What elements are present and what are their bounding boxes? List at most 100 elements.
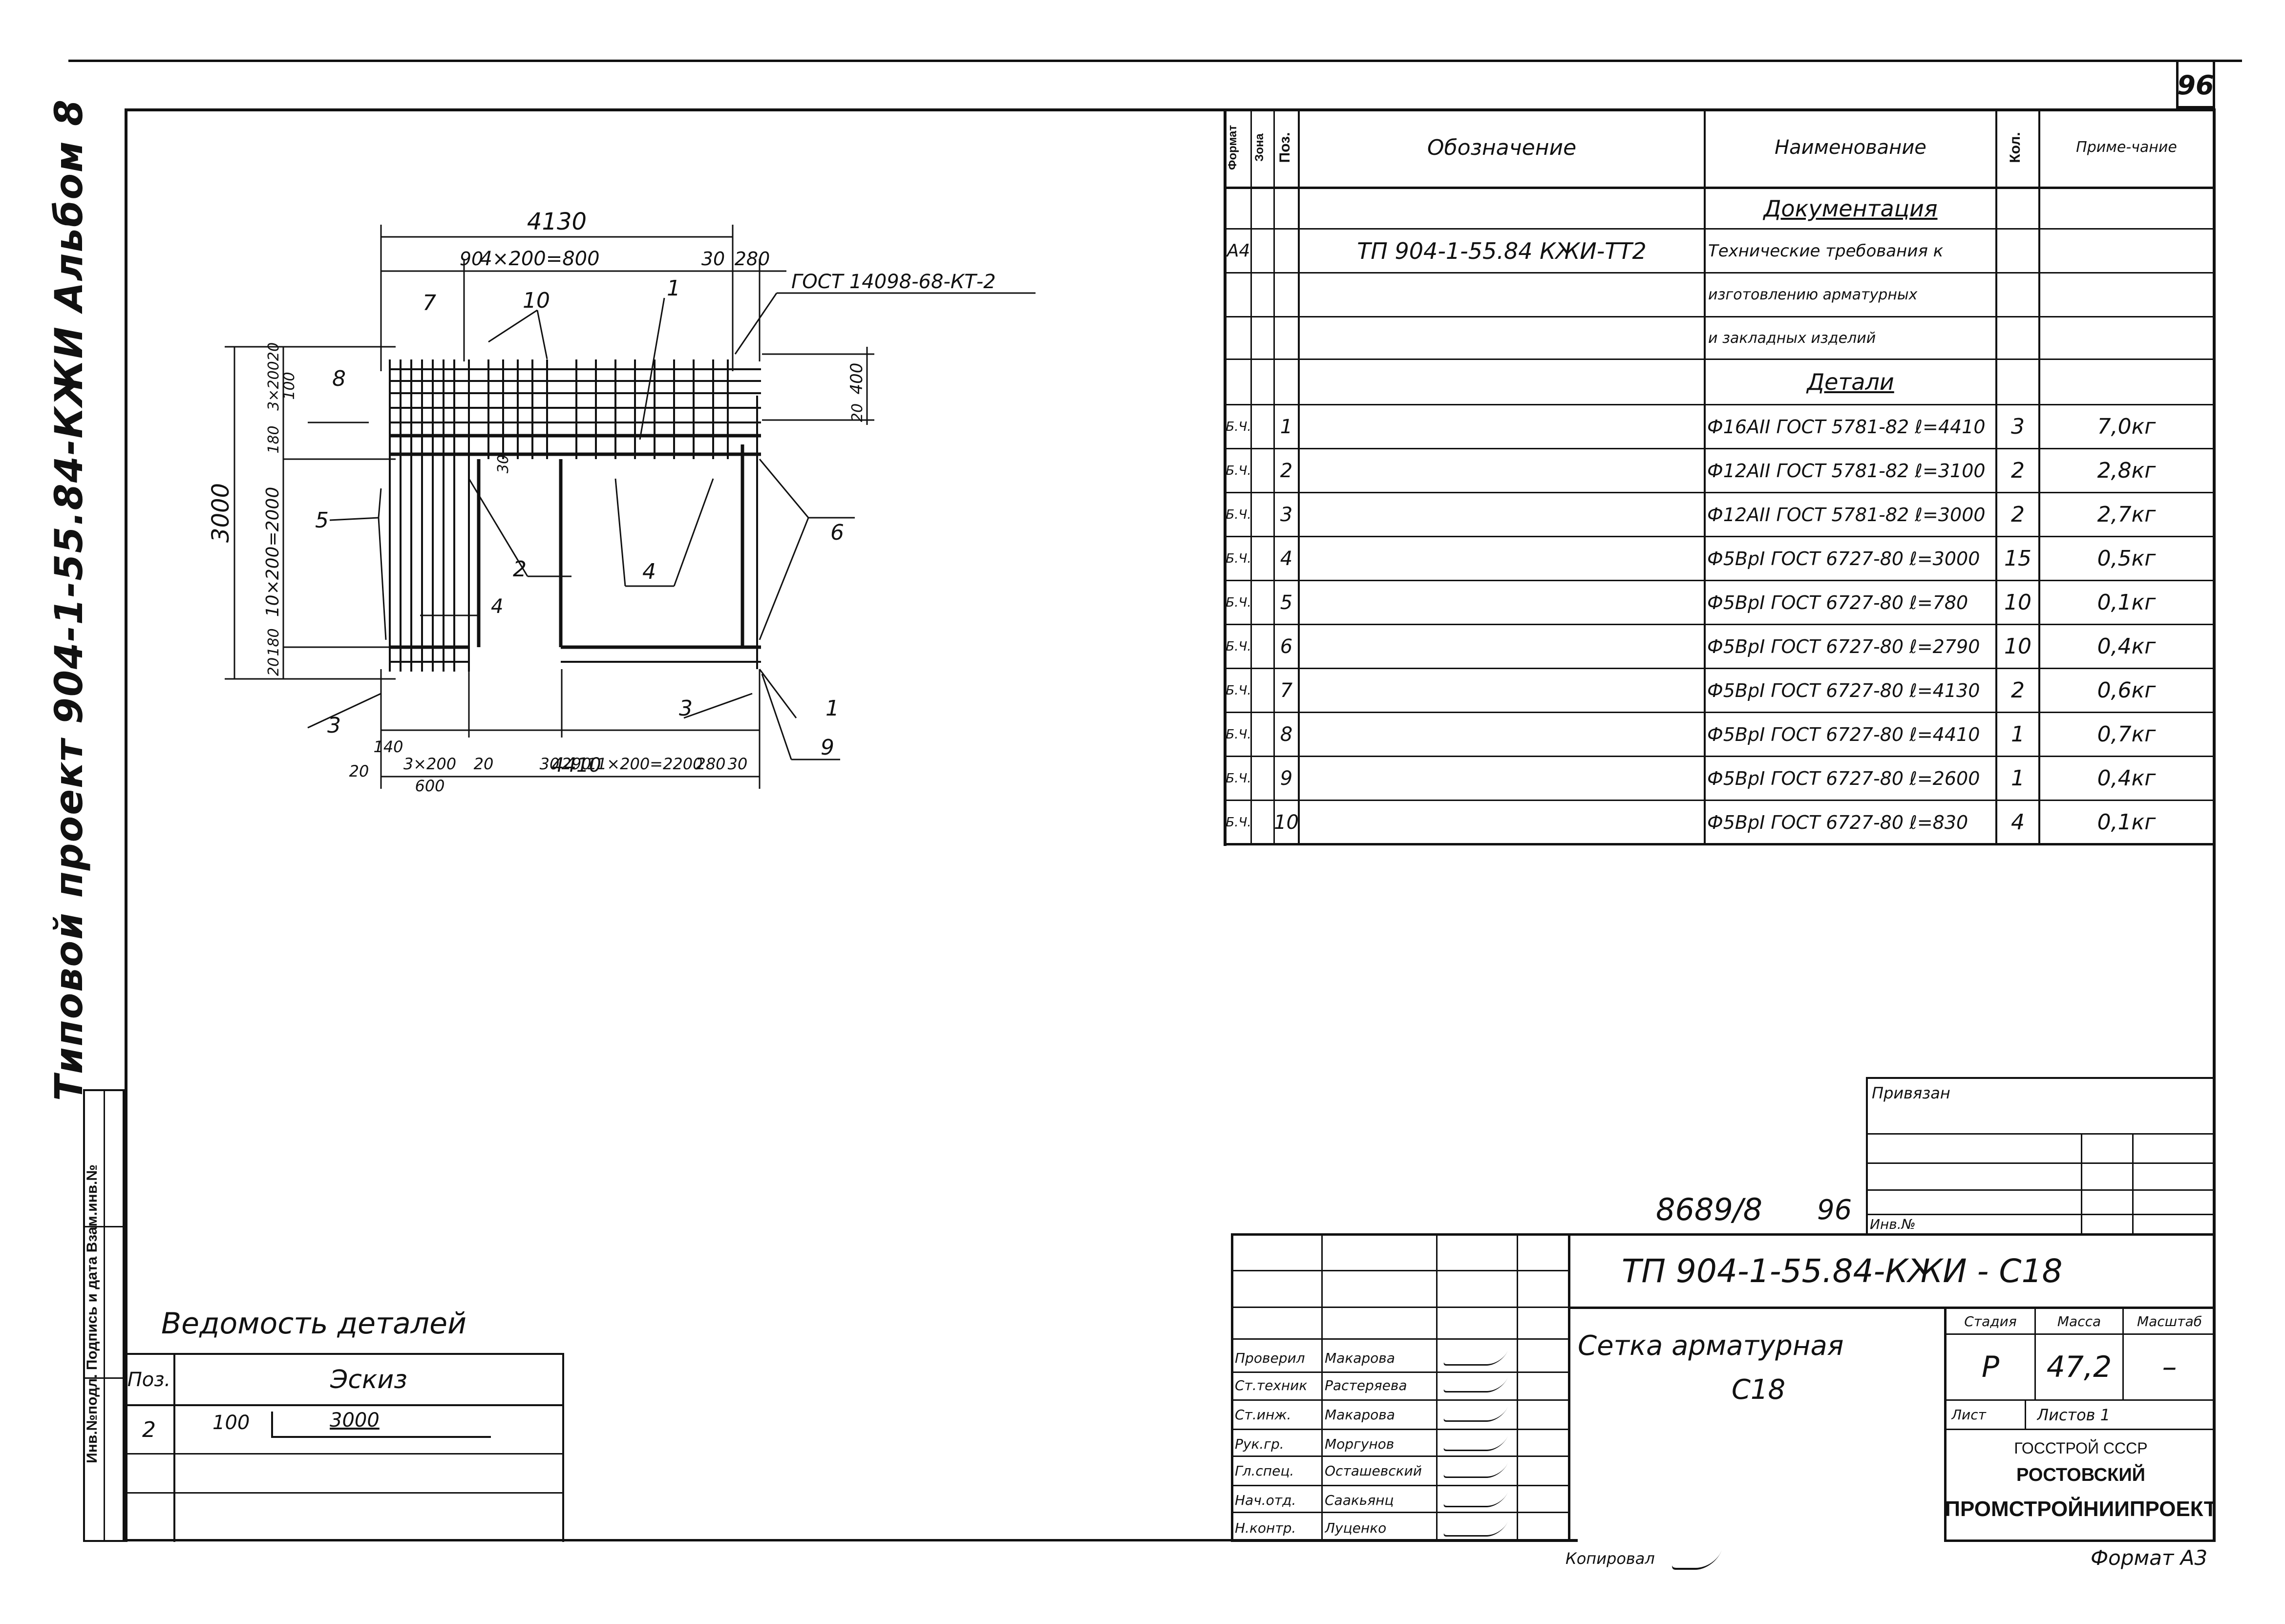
signer-6-signature <box>1442 1492 1508 1507</box>
drawing-title-line1: Сетка арматурная <box>1578 1329 1844 1362</box>
left-stamp-divider <box>104 1089 105 1542</box>
header-pos: Поз. <box>1277 132 1293 163</box>
doc-format: А4 <box>1227 241 1250 261</box>
details-row-dim-b: 3000 <box>330 1409 380 1432</box>
spec-row-8-name: Ф5ВрI ГОСТ 6727-80 ℓ=4410 <box>1707 723 1980 745</box>
callout-9: 9 <box>821 735 834 760</box>
spec-row-6-pos: 6 <box>1280 635 1293 658</box>
sheet-number: 96 <box>2177 69 2214 101</box>
spec-row-10-pos: 10 <box>1275 811 1298 834</box>
dim-bottom-part-5: 30 <box>540 755 560 773</box>
dim-bottom-part-8: 280 <box>696 755 725 773</box>
scale-label: Масштаб <box>2137 1313 2202 1329</box>
header-note: Приме-чание <box>2076 139 2177 156</box>
dim-right2: 20 <box>849 403 866 422</box>
spec-row-3-note: 2,7кг <box>2097 502 2156 527</box>
binding-inv-label: Инв.№ <box>1870 1216 1916 1232</box>
spec-row-9-pos: 9 <box>1280 767 1293 790</box>
dim-left-top-c: 100 <box>281 372 298 400</box>
signer-2-name: Растеряева <box>1325 1377 1407 1393</box>
weld-note: ГОСТ 14098-68-КТ-2 <box>791 271 996 293</box>
spec-row-3-qty: 2 <box>2011 502 2025 527</box>
dim-left-top-d: 180 <box>265 425 282 453</box>
top-trim-line <box>68 60 2242 62</box>
dim-top-left: 90 <box>460 248 483 270</box>
section-details: Детали <box>1807 369 1894 395</box>
spec-row-10-qty: 4 <box>2011 810 2025 835</box>
rebar-mesh-drawing: 4130 90 4×200=800 30 280 ГОСТ 14098-68-К… <box>207 208 1036 795</box>
callout-3-left: 3 <box>327 713 341 738</box>
spec-row-7-qty: 2 <box>2011 678 2025 703</box>
spec-row-4-format: Б.Ч. <box>1227 551 1250 566</box>
callout-7: 7 <box>423 291 436 316</box>
dim-left-bot-a: 20 <box>265 657 282 676</box>
callout-6: 6 <box>830 520 844 545</box>
spec-row-4-pos: 4 <box>1280 547 1293 570</box>
sheet-label: Лист <box>1951 1407 1986 1423</box>
frame-bottom-left <box>125 1539 1578 1541</box>
spec-row-9-format: Б.Ч. <box>1227 771 1250 786</box>
copied-signature <box>1671 1543 1724 1570</box>
spec-row-8-note: 0,7кг <box>2097 722 2156 747</box>
dim-top-r1: 30 <box>701 248 725 270</box>
details-list-table: Поз. Эскиз 2 100 3000 <box>125 1353 564 1542</box>
dim-right: 400 <box>847 363 867 395</box>
dim-bottom-part-3: 600 <box>415 777 444 795</box>
doc-name-line2: изготовлению арматурных <box>1708 286 1918 303</box>
signer-7-name: Луценко <box>1325 1519 1387 1536</box>
spec-row-8-format: Б.Ч. <box>1227 727 1250 742</box>
spec-row-4-qty: 15 <box>2004 546 2031 571</box>
signer-3-role: Ст.инж. <box>1235 1407 1291 1423</box>
drawing-code: ТП 904-1-55.84-КЖИ - С18 <box>1622 1252 2063 1290</box>
dim-bottom-part-9: 30 <box>728 755 748 773</box>
left-stamp-tick2 <box>83 1377 125 1379</box>
signer-5-role: Гл.спец. <box>1235 1463 1294 1479</box>
callout-8: 8 <box>332 366 346 391</box>
spec-row-4-name: Ф5ВрI ГОСТ 6727-80 ℓ=3000 <box>1707 548 1980 569</box>
dim-left-bot-b: 180 <box>265 628 282 656</box>
spec-row-5-format: Б.Ч. <box>1227 595 1250 610</box>
spec-row-2-pos: 2 <box>1280 459 1293 482</box>
dim-inner: 30 <box>495 455 512 473</box>
spec-row-2-qty: 2 <box>2011 458 2025 483</box>
drawing-title-line2: С18 <box>1731 1373 1786 1406</box>
header-format: Формат <box>1226 125 1239 170</box>
signer-3-name: Макарова <box>1325 1407 1395 1423</box>
details-row-dim-a: 100 <box>212 1412 250 1434</box>
signer-1-signature <box>1442 1350 1508 1366</box>
dim-top-span: 4×200=800 <box>480 248 599 270</box>
dim-bottom-part-1: 140 <box>373 738 403 756</box>
scale-value: – <box>2162 1350 2177 1384</box>
sheet-number-box <box>2176 62 2215 108</box>
inventory-sheet: 96 <box>1817 1194 1852 1226</box>
org-line3: ПРОМСТРОЙНИИПРОЕКТ <box>1946 1497 2215 1521</box>
doc-name-line1: Технические требования к <box>1708 241 1944 261</box>
spec-row-6-qty: 10 <box>2004 634 2031 659</box>
signer-7-signature <box>1442 1521 1508 1537</box>
signer-4-name: Моргунов <box>1325 1436 1395 1452</box>
spec-table: Формат Зона Поз. Обозначение Наименовани… <box>1224 108 2213 846</box>
callout-4-mid: 4 <box>642 559 656 584</box>
spec-row-10-format: Б.Ч. <box>1227 815 1250 830</box>
spec-row-5-qty: 10 <box>2004 590 2031 615</box>
header-zone: Зона <box>1253 133 1266 162</box>
doc-name-line3: и закладных изделий <box>1708 329 1876 347</box>
section-documents: Документация <box>1763 195 1938 222</box>
signer-4-signature <box>1442 1436 1508 1451</box>
spec-row-2-name: Ф12АII ГОСТ 5781-82 ℓ=3100 <box>1707 460 1986 482</box>
mass-value: 47,2 <box>2046 1350 2112 1384</box>
spec-row-7-name: Ф5ВрI ГОСТ 6727-80 ℓ=4130 <box>1707 679 1980 701</box>
spec-row-2-note: 2,8кг <box>2097 458 2156 483</box>
spec-row-4-note: 0,5кг <box>2097 546 2156 571</box>
header-qty: Кол. <box>2007 132 2023 163</box>
spec-row-5-pos: 5 <box>1280 591 1293 614</box>
spec-row-1-note: 7,0кг <box>2097 414 2156 439</box>
details-header-pos: Поз. <box>127 1368 171 1391</box>
spec-row-6-note: 0,4кг <box>2097 634 2156 659</box>
spec-row-1-format: Б.Ч. <box>1227 419 1250 434</box>
left-stamp-text: Инв.№подл. Подпись и дата Взам.инв.№ <box>84 1164 100 1463</box>
signer-2-signature <box>1442 1377 1508 1392</box>
mass-label: Масса <box>2057 1313 2101 1329</box>
spec-row-5-note: 0,1кг <box>2097 590 2156 615</box>
binding-block: Привязан Инв.№ <box>1866 1077 2213 1233</box>
